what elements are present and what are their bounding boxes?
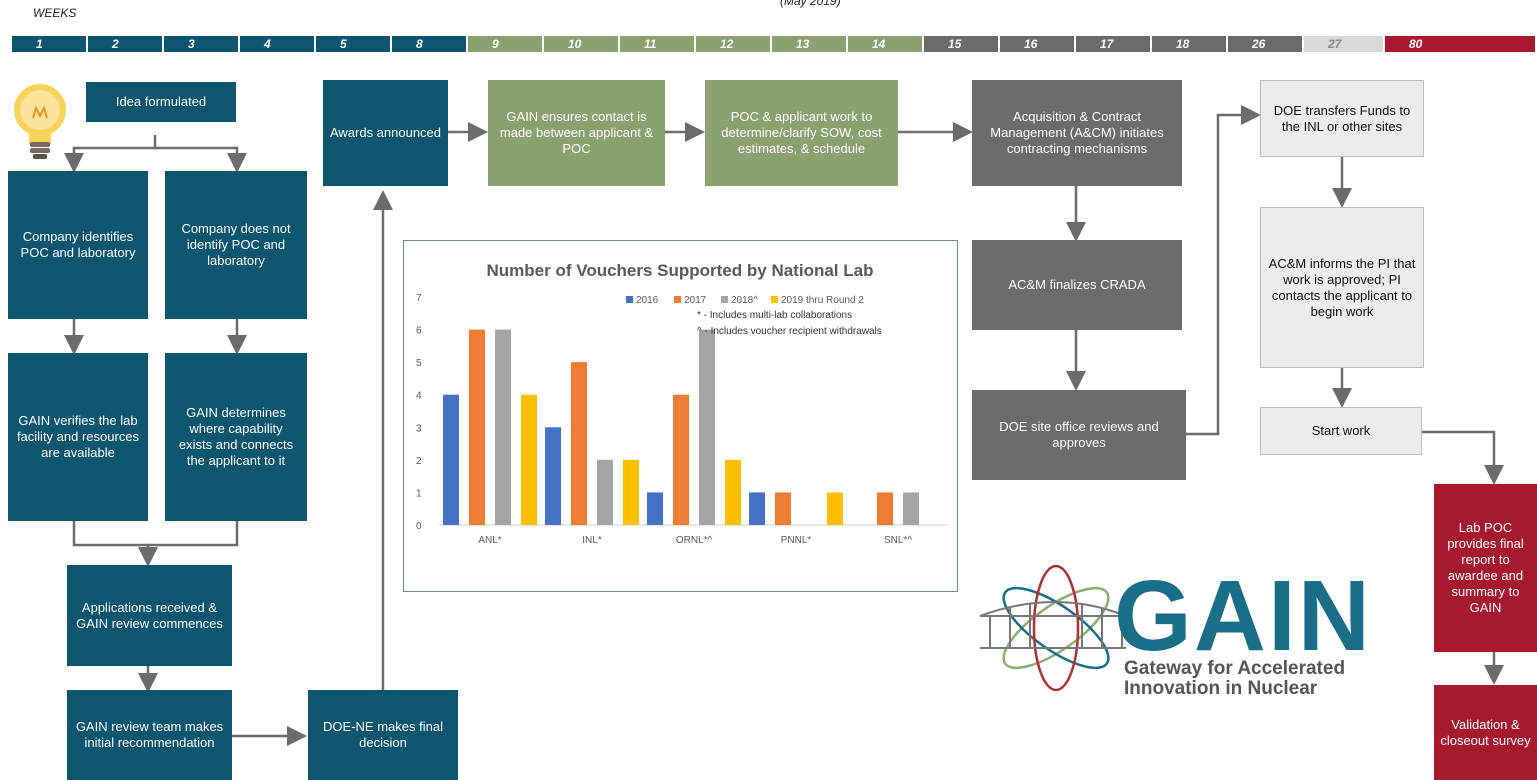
gain-wordmark: GAIN bbox=[1114, 560, 1372, 672]
acm-finalizes-box: AC&M finalizes CRADA bbox=[972, 240, 1182, 330]
chart-title: Number of Vouchers Supported by National… bbox=[487, 261, 874, 280]
timeline-week-13: 13 bbox=[772, 36, 848, 52]
y-tick-label: 2 bbox=[416, 456, 422, 467]
acm-informs-box: AC&M informs the PI that work is approve… bbox=[1260, 207, 1424, 368]
validation-box: Validation & closeout survey bbox=[1434, 685, 1537, 780]
bar-ORNL*^-2017 bbox=[673, 394, 689, 525]
atom-bridge-icon bbox=[979, 564, 1126, 692]
awards-announced-box: Awards announced bbox=[323, 80, 448, 186]
bar-PNNL*-2017 bbox=[775, 492, 791, 525]
applications-received-box: Applications received & GAIN review comm… bbox=[67, 565, 232, 666]
timeline-week-9: 9 bbox=[468, 36, 544, 52]
gain-verifies-box: GAIN verifies the lab facility and resou… bbox=[8, 353, 148, 521]
legend-label: 2018^ bbox=[731, 295, 758, 306]
timeline-week-14: 14 bbox=[848, 36, 924, 52]
bar-INL*-2018^ bbox=[597, 459, 613, 525]
lab-poc-report-box: Lab POC provides final report to awardee… bbox=[1434, 484, 1537, 652]
company-identifies-box: Company identifies POC and laboratory bbox=[8, 171, 148, 319]
bar-ANL*-2016 bbox=[443, 394, 459, 525]
timeline-week-80: 80 bbox=[1385, 36, 1537, 52]
timeline-week-3: 3 bbox=[164, 36, 240, 52]
legend-swatch-2019 thru Round 2 bbox=[771, 296, 778, 303]
bar-ORNL*^-2016 bbox=[647, 492, 663, 525]
y-tick-label: 3 bbox=[416, 423, 422, 434]
doe-transfers-box: DOE transfers Funds to the INL or other … bbox=[1260, 80, 1424, 157]
x-tick-label: ANL* bbox=[478, 535, 501, 546]
bar-INL*-2017 bbox=[571, 362, 587, 525]
chart-note-2: ^ - Includes voucher recipient withdrawa… bbox=[697, 326, 882, 337]
date-label: (May 2019) bbox=[780, 0, 841, 8]
doe-site-office-box: DOE site office reviews and approves bbox=[972, 390, 1186, 480]
bar-SNL*^-2017 bbox=[877, 492, 893, 525]
timeline-week-27: 27 bbox=[1304, 36, 1385, 52]
x-tick-label: INL* bbox=[582, 535, 602, 546]
bar-SNL*^-2018^ bbox=[903, 492, 919, 525]
timeline-week-8: 8 bbox=[392, 36, 468, 52]
gain-contact-box: GAIN ensures contact is made between app… bbox=[488, 80, 665, 186]
company-not-identify-box: Company does not identify POC and labora… bbox=[165, 171, 307, 319]
timeline-week-11: 11 bbox=[620, 36, 696, 52]
legend-swatch-2017 bbox=[674, 296, 681, 303]
gain-determines-box: GAIN determines where capability exists … bbox=[165, 353, 307, 521]
y-tick-label: 4 bbox=[416, 391, 422, 402]
y-tick-label: 7 bbox=[416, 293, 422, 304]
x-tick-label: ORNL*^ bbox=[676, 535, 713, 546]
bar-ANL*-2019 thru Round 2 bbox=[521, 394, 537, 525]
timeline-week-1: 1 bbox=[12, 36, 88, 52]
timeline-week-10: 10 bbox=[544, 36, 620, 52]
legend-label: 2019 thru Round 2 bbox=[781, 295, 864, 306]
gain-tagline-2: Innovation in Nuclear bbox=[1124, 678, 1318, 699]
legend-label: 2017 bbox=[684, 295, 707, 306]
doe-ne-decision-box: DOE-NE makes final decision bbox=[308, 690, 458, 780]
legend-swatch-2018^ bbox=[721, 296, 728, 303]
bar-INL*-2019 thru Round 2 bbox=[623, 459, 639, 525]
y-tick-label: 1 bbox=[416, 488, 422, 499]
lightbulb-icon bbox=[14, 84, 66, 159]
bar-ORNL*^-2019 thru Round 2 bbox=[725, 459, 741, 525]
timeline-week-4: 4 bbox=[240, 36, 316, 52]
bar-ORNL*^-2018^ bbox=[699, 329, 715, 525]
y-tick-label: 0 bbox=[416, 521, 422, 532]
legend-label: 2016 bbox=[636, 295, 659, 306]
timeline-week-26: 26 bbox=[1228, 36, 1304, 52]
vouchers-chart-svg: Number of Vouchers Supported by National… bbox=[416, 261, 949, 546]
acm-initiates-box: Acquisition & Contract Management (A&CM)… bbox=[972, 80, 1182, 186]
timeline-week-16: 16 bbox=[1000, 36, 1076, 52]
vouchers-chart: Number of Vouchers Supported by National… bbox=[403, 240, 958, 592]
bar-ANL*-2017 bbox=[469, 329, 485, 525]
gain-review-team-box: GAIN review team makes initial recommend… bbox=[67, 690, 232, 780]
poc-applicant-work-box: POC & applicant work to determine/clarif… bbox=[705, 80, 898, 186]
legend-swatch-2016 bbox=[626, 296, 633, 303]
x-tick-label: SNL*^ bbox=[884, 535, 912, 546]
timeline-week-12: 12 bbox=[696, 36, 772, 52]
timeline-week-5: 5 bbox=[316, 36, 392, 52]
idea-formulated-box: Idea formulated bbox=[86, 82, 236, 122]
timeline-week-17: 17 bbox=[1076, 36, 1152, 52]
timeline-week-18: 18 bbox=[1152, 36, 1228, 52]
weeks-label: WEEKS bbox=[33, 6, 77, 20]
bar-PNNL*-2019 thru Round 2 bbox=[827, 492, 843, 525]
timeline-week-15: 15 bbox=[924, 36, 1000, 52]
chart-note-1: * - Includes multi-lab collaborations bbox=[697, 310, 852, 321]
timeline-week-2: 2 bbox=[88, 36, 164, 52]
bar-ANL*-2018^ bbox=[495, 329, 511, 525]
x-tick-label: PNNL* bbox=[781, 535, 812, 546]
gain-tagline-1: Gateway for Accelerated bbox=[1124, 658, 1346, 679]
gain-logo: GAIN Gateway for Accelerated Innovation … bbox=[976, 548, 1370, 699]
y-tick-label: 5 bbox=[416, 358, 422, 369]
start-work-box: Start work bbox=[1260, 407, 1422, 455]
y-tick-label: 6 bbox=[416, 326, 422, 337]
bar-INL*-2016 bbox=[545, 427, 561, 525]
bar-PNNL*-2016 bbox=[749, 492, 765, 525]
